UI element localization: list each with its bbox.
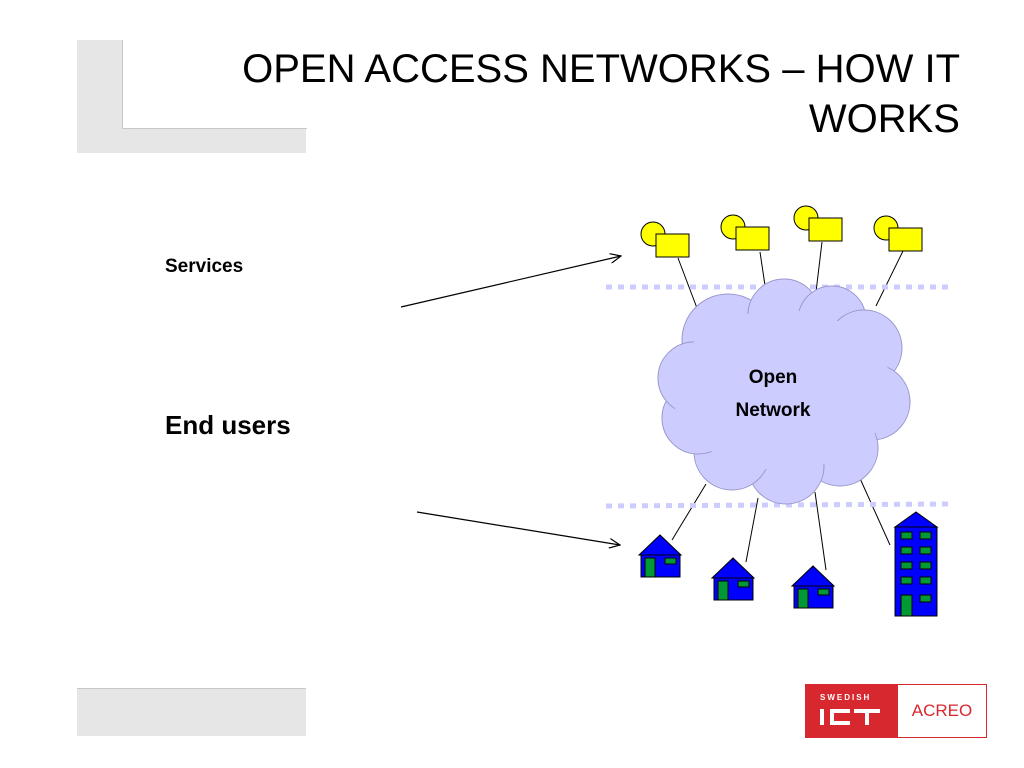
- users-boundary-dotted-line: [605, 501, 949, 509]
- house-icon: [790, 565, 836, 609]
- slide-title: OPEN ACCESS NETWORKS – HOW IT WORKS: [242, 47, 960, 141]
- ict-logo-icon: [820, 709, 880, 725]
- logo-acreo-text: ACREO: [911, 701, 973, 720]
- house-icon: [637, 534, 683, 578]
- swedish-ict-acreo-logo: SWEDISH ACREO: [805, 684, 987, 738]
- corner-decoration-bottom: [77, 688, 306, 736]
- end-users-arrow: [416, 511, 620, 545]
- services-label: Services: [165, 256, 244, 277]
- services-arrow: [400, 256, 621, 308]
- end-users-label: End users: [165, 410, 291, 440]
- house-icon: [710, 557, 756, 601]
- service-server-icon: [873, 215, 923, 252]
- corner-decoration-top-inner: [122, 40, 307, 129]
- swedish-ict-mark: SWEDISH: [806, 685, 898, 737]
- cloud-label-line2: Network: [736, 400, 811, 421]
- logo-swedish-text: SWEDISH: [820, 693, 872, 702]
- cloud-label-line1: Open: [749, 367, 798, 388]
- service-server-icon: [793, 205, 843, 242]
- service-server-icon: [640, 221, 690, 258]
- user-connection-lines: [671, 473, 891, 571]
- apartment-building-icon: [893, 511, 939, 617]
- service-server-icon: [720, 214, 770, 251]
